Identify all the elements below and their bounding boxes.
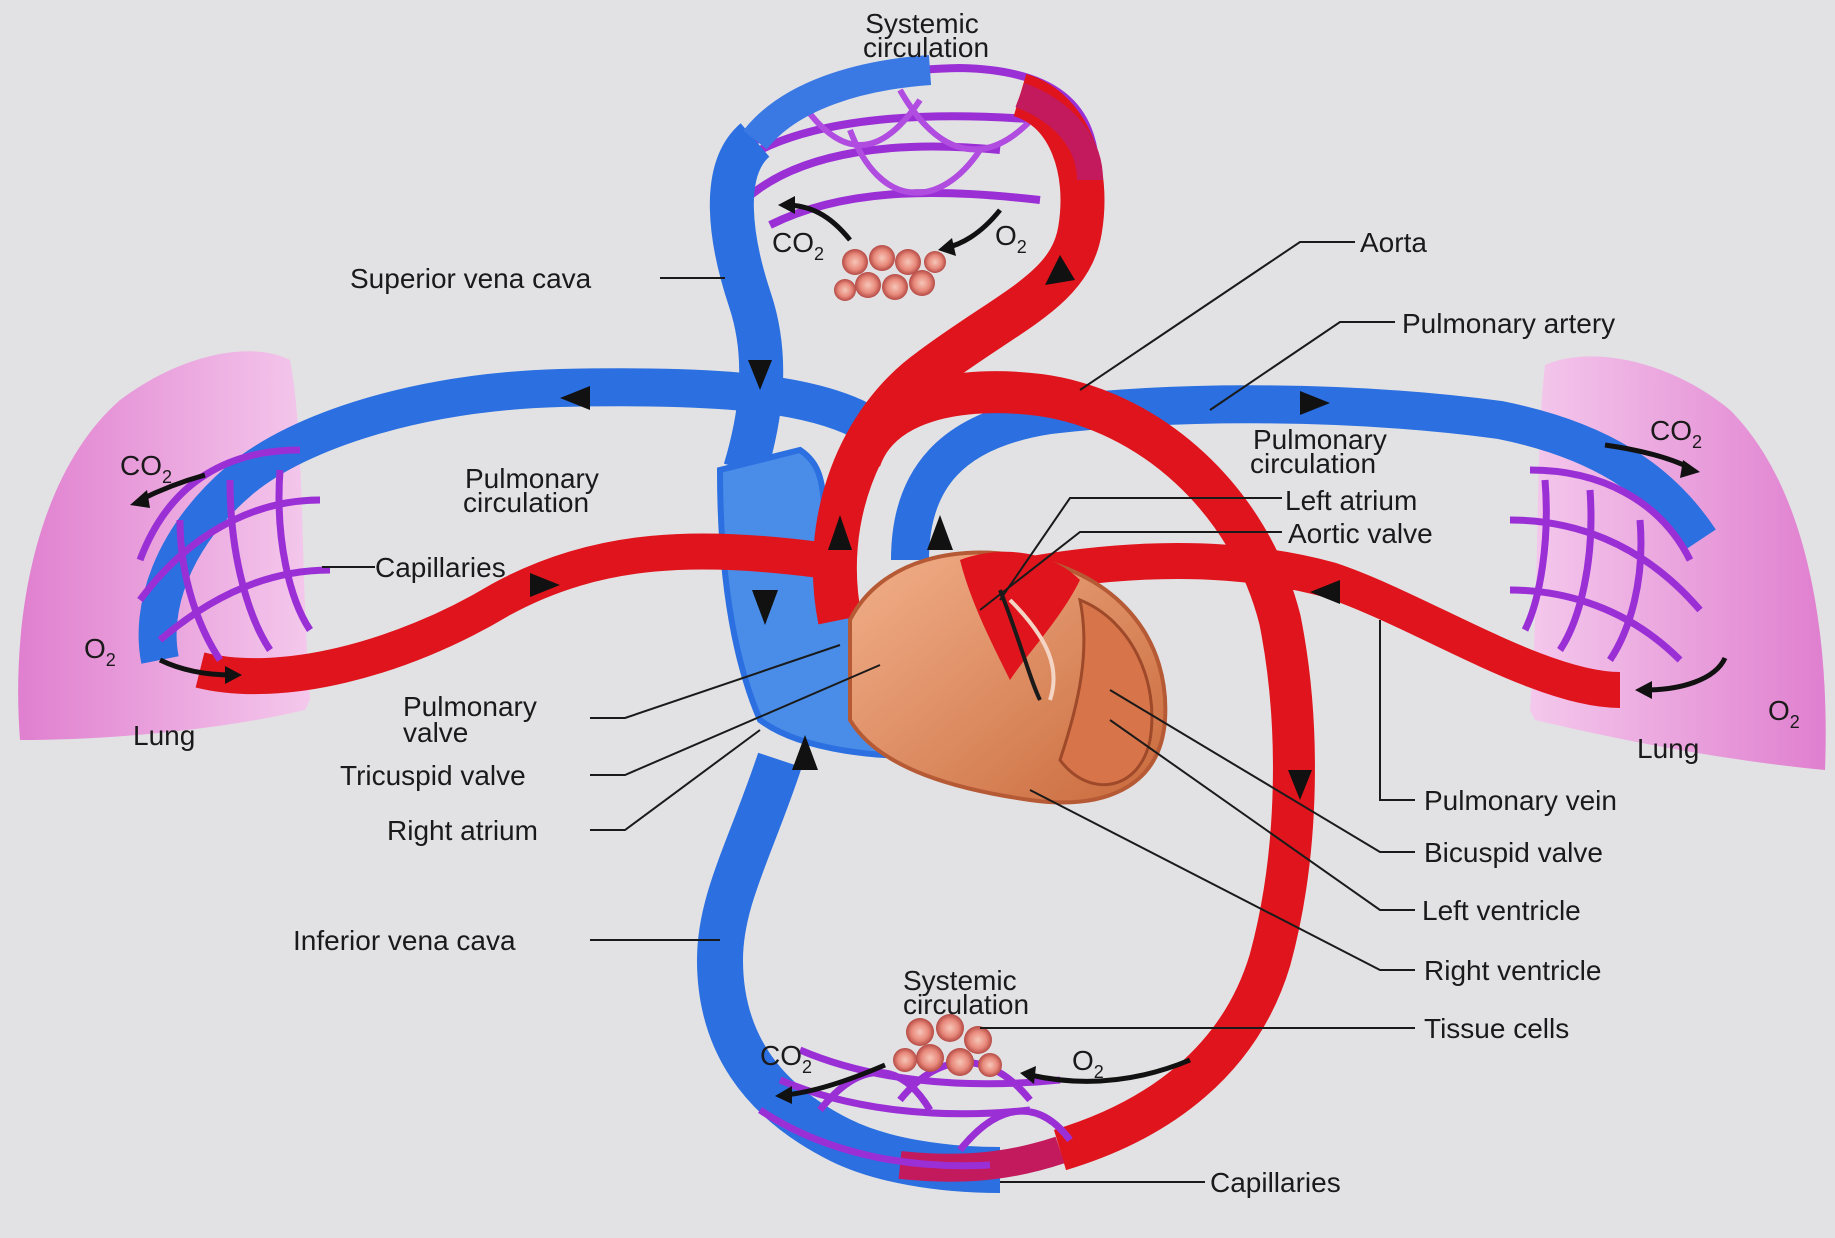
label-capillaries-left: Capillaries bbox=[375, 552, 506, 583]
label-superior-vena-cava: Superior vena cava bbox=[350, 263, 592, 294]
o2-arrow-top bbox=[945, 210, 1000, 248]
label-pulmonary-vein: Pulmonary vein bbox=[1424, 785, 1617, 816]
label-systemic-top-2: circulation bbox=[863, 32, 989, 63]
label-bicuspid-valve: Bicuspid valve bbox=[1424, 837, 1603, 868]
label-co2-top: CO2 bbox=[772, 227, 824, 264]
label-pulmonary-circulation-left-2: circulation bbox=[463, 487, 589, 518]
label-lung-right: Lung bbox=[1637, 733, 1699, 764]
label-inferior-vena-cava: Inferior vena cava bbox=[293, 925, 516, 956]
label-pulmonary-circulation-right-2: circulation bbox=[1250, 448, 1376, 479]
label-left-atrium: Left atrium bbox=[1285, 485, 1417, 516]
label-left-ventricle: Left ventricle bbox=[1422, 895, 1581, 926]
label-aortic-valve: Aortic valve bbox=[1288, 518, 1433, 549]
label-tissue-cells: Tissue cells bbox=[1424, 1013, 1569, 1044]
label-o2-bottom: O2 bbox=[1072, 1045, 1104, 1082]
label-pulmonary-artery: Pulmonary artery bbox=[1402, 308, 1615, 339]
label-lung-left: Lung bbox=[133, 720, 195, 751]
label-systemic-bottom-2: circulation bbox=[903, 989, 1029, 1020]
label-tricuspid-valve: Tricuspid valve bbox=[340, 760, 526, 791]
tissue-cells-top bbox=[834, 245, 946, 301]
label-right-ventricle: Right ventricle bbox=[1424, 955, 1601, 986]
label-right-atrium: Right atrium bbox=[387, 815, 538, 846]
label-pulmonary-valve-2: valve bbox=[403, 717, 468, 748]
label-o2-top: O2 bbox=[995, 220, 1027, 257]
label-aorta: Aorta bbox=[1360, 227, 1427, 258]
tissue-cells-bottom bbox=[893, 1014, 1002, 1077]
label-capillaries-bottom: Capillaries bbox=[1210, 1167, 1341, 1198]
